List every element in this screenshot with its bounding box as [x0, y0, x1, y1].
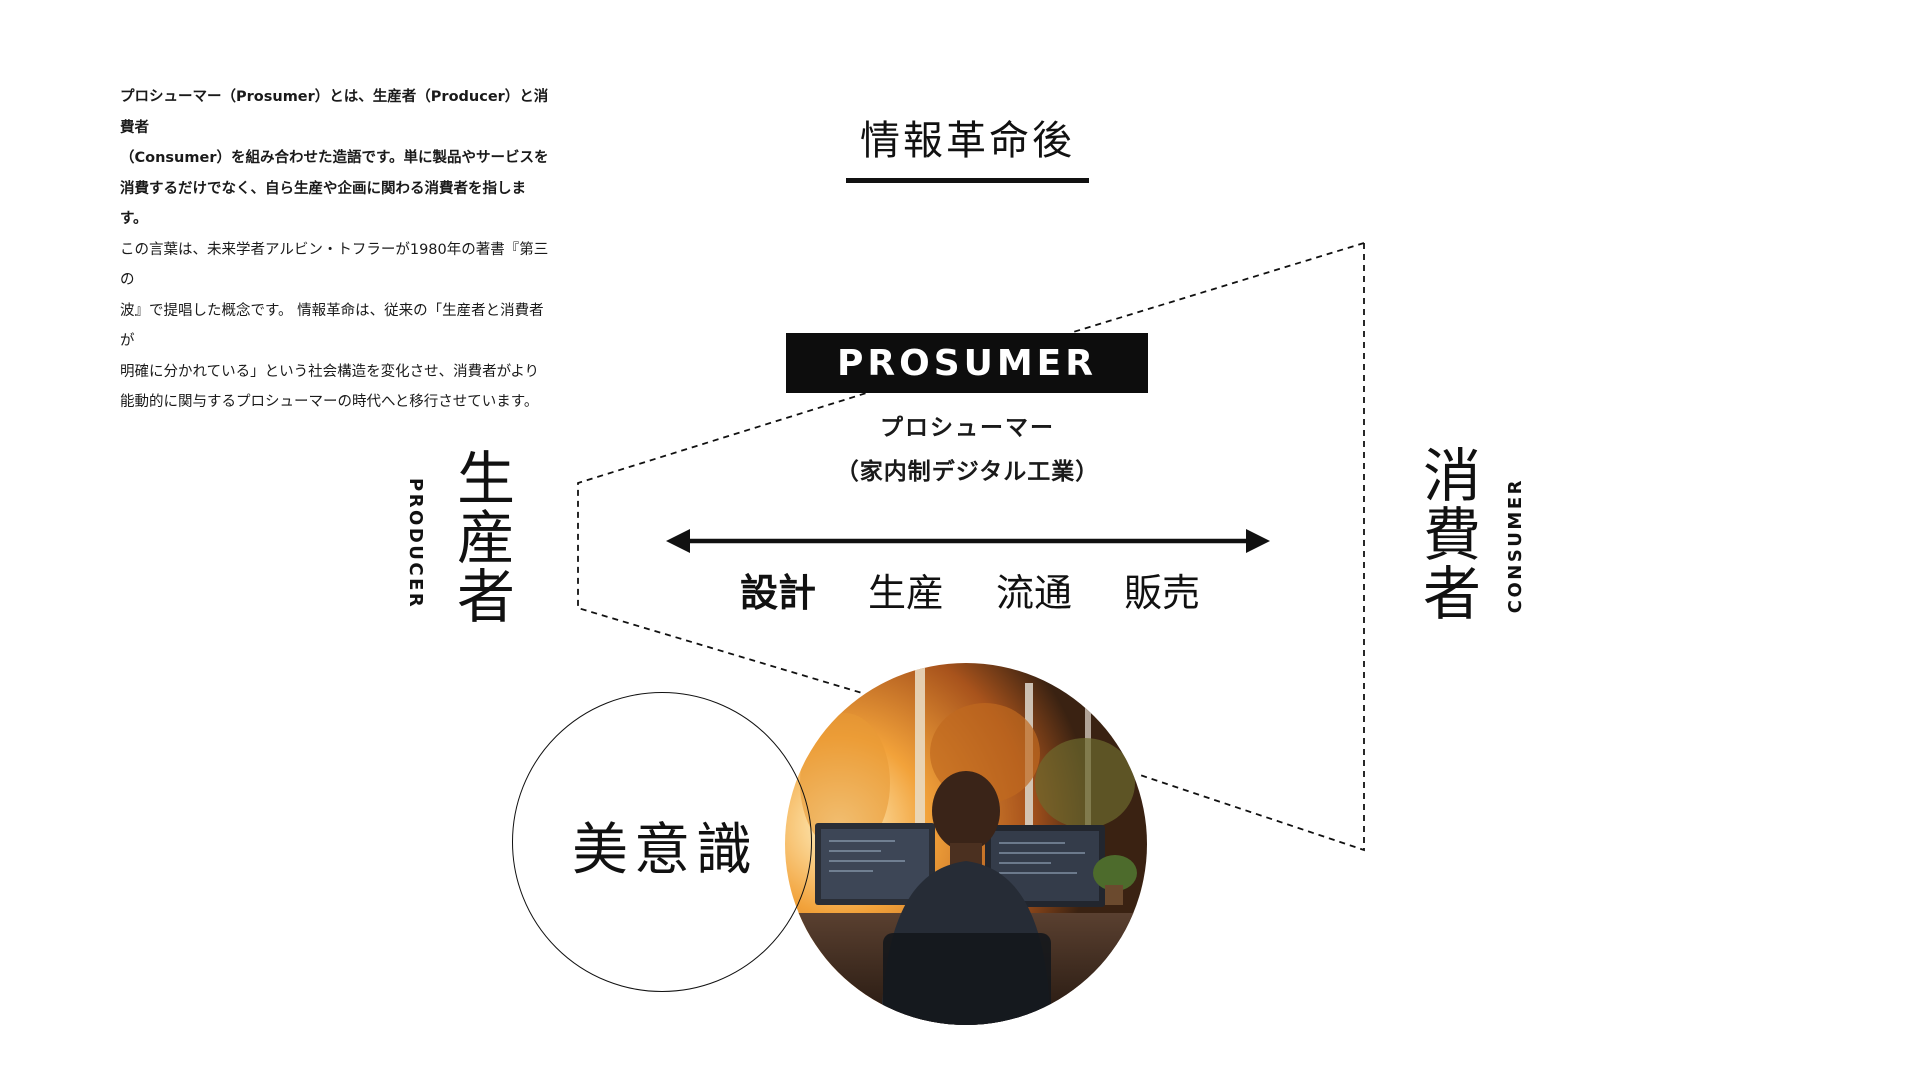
- stage-distribution: 流通: [995, 571, 1072, 615]
- intro-body-line: この言葉は、未来学者アルビン・トフラーが1980年の著書『第三の: [120, 241, 549, 289]
- page-heading: 情報革命後: [860, 118, 1075, 164]
- double-headed-arrow-icon: [666, 529, 1270, 553]
- aesthetic-label: 美意識: [572, 818, 758, 883]
- prosumer-subtitle-detail: （家内制デジタル工業）: [835, 459, 1100, 485]
- consumer-english-label: CONSUMER: [1505, 478, 1526, 614]
- dashed-outline: [1069, 242, 1365, 334]
- intro-body-line: 明確に分かれている」という社会構造を変化させ、消費者がより: [120, 363, 540, 380]
- photo-person-at-computer-icon: [785, 663, 1147, 1025]
- intro-text: プロシューマー（Prosumer）とは、生産者（Producer）と消費者 （C…: [120, 82, 550, 418]
- intro-lead-line: （Consumer）を組み合わせた造語です。単に製品やサービスを: [120, 150, 549, 166]
- stage-production: 生産: [867, 571, 944, 615]
- intro-body-line: 波』で提唱した概念です。 情報革命は、従来の「生産者と消費者が: [120, 302, 544, 350]
- prosumer-badge: PROSUMER: [786, 333, 1148, 393]
- aesthetic-circle: [512, 692, 812, 992]
- dashed-outline: [577, 389, 877, 694]
- stage-sales: 販売: [1123, 571, 1200, 615]
- stage-design: 設計: [740, 571, 817, 615]
- intro-lead-line: プロシューマー（Prosumer）とは、生産者（Producer）と消費者: [120, 89, 549, 136]
- producer-english-label: PRODUCER: [405, 478, 426, 610]
- dashed-outline: [1139, 243, 1365, 852]
- producer-label: 生産者: [447, 448, 515, 625]
- heading-underline: [846, 178, 1089, 183]
- consumer-label: 消費者: [1413, 445, 1481, 622]
- intro-body-line: 能動的に関与するプロシューマーの時代へと移行させています。: [120, 394, 539, 410]
- stage-list: 設計 生産 流通 販売: [740, 562, 1200, 616]
- prosumer-subtitle: プロシューマー: [880, 415, 1055, 441]
- intro-lead-line: 消費するだけでなく、自ら生産や企画に関わる消費者を指します。: [120, 180, 526, 228]
